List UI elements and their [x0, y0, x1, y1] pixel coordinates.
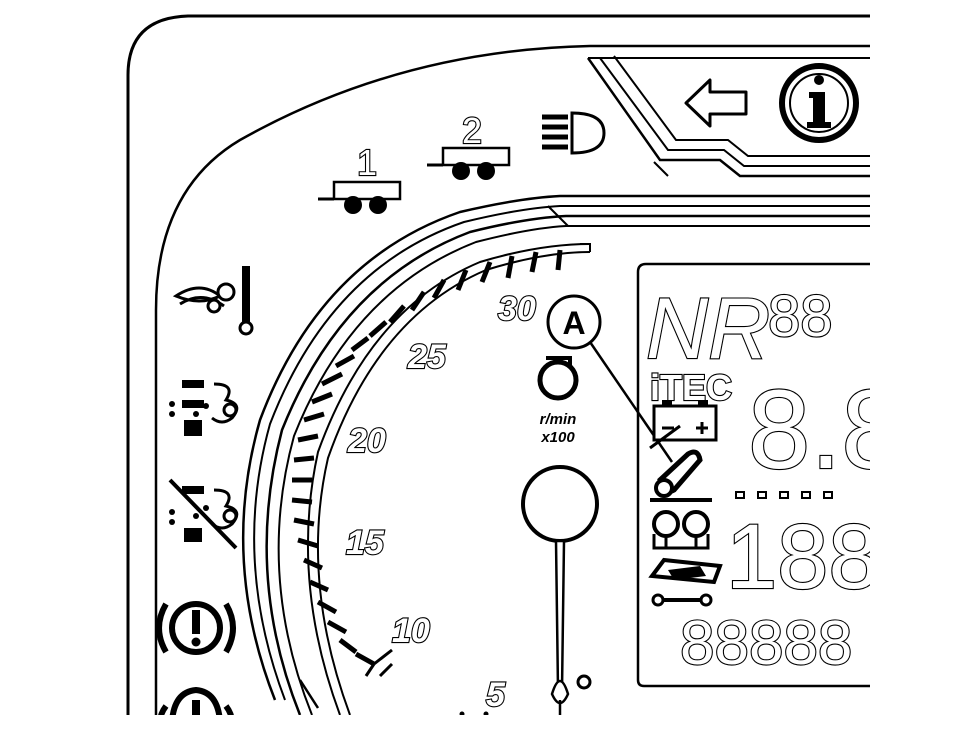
outer-bezel [126, 14, 870, 715]
brake-warning-icon [156, 601, 236, 655]
indicator-dots [735, 491, 833, 499]
trailer-1-number: 1 [357, 142, 377, 183]
info-icon [779, 63, 859, 143]
lcd-digits-mid: 188 [726, 506, 880, 608]
manual-book-icon [648, 557, 723, 585]
trailer-2-number: 2 [462, 110, 482, 151]
scale-label-15: 15 [346, 524, 385, 562]
tachometer-needle [521, 465, 599, 716]
headlight-icon [542, 111, 606, 155]
tick-marks [291, 249, 563, 667]
lcd-panel-frame [636, 262, 870, 688]
coolant-temperature-icon [172, 266, 254, 336]
right-clip [870, 0, 954, 737]
bottom-clip [0, 715, 954, 737]
scale-label-25: 25 [407, 338, 447, 376]
info-strip-frame [586, 57, 870, 178]
tacho-unit-x100: x100 [540, 429, 575, 446]
brake-warning-icon-2 [157, 686, 235, 723]
lcd-digits-top: 88 [768, 284, 833, 349]
lcd-nr: NR [646, 281, 770, 377]
service-wrench-icon [651, 593, 713, 607]
trailer-1-icon: 1 [318, 141, 402, 214]
glow-plug-icon [650, 449, 712, 502]
transmission-icon [652, 510, 710, 550]
callout-label: A [562, 305, 585, 341]
engine-oil-icon [537, 356, 579, 401]
fuel-filter-icon [169, 380, 239, 436]
scale-label-5: 5 [486, 676, 506, 714]
scale-label-20: 20 [347, 422, 386, 460]
scale-label-30: 30 [498, 290, 536, 328]
indicator-dot [576, 674, 592, 690]
arrow-left-icon [684, 78, 748, 128]
inner-bezel [154, 44, 870, 715]
scale-label-10: 10 [392, 612, 430, 650]
lcd-digits-bottom: 88888 [680, 609, 852, 678]
battery-icon [652, 400, 718, 442]
gauge-outer-arc [241, 194, 870, 701]
fuel-filter-off-icon [168, 478, 239, 550]
trailer-2-icon: 2 [427, 109, 511, 180]
tacho-unit-rpm: r/min [540, 411, 577, 428]
